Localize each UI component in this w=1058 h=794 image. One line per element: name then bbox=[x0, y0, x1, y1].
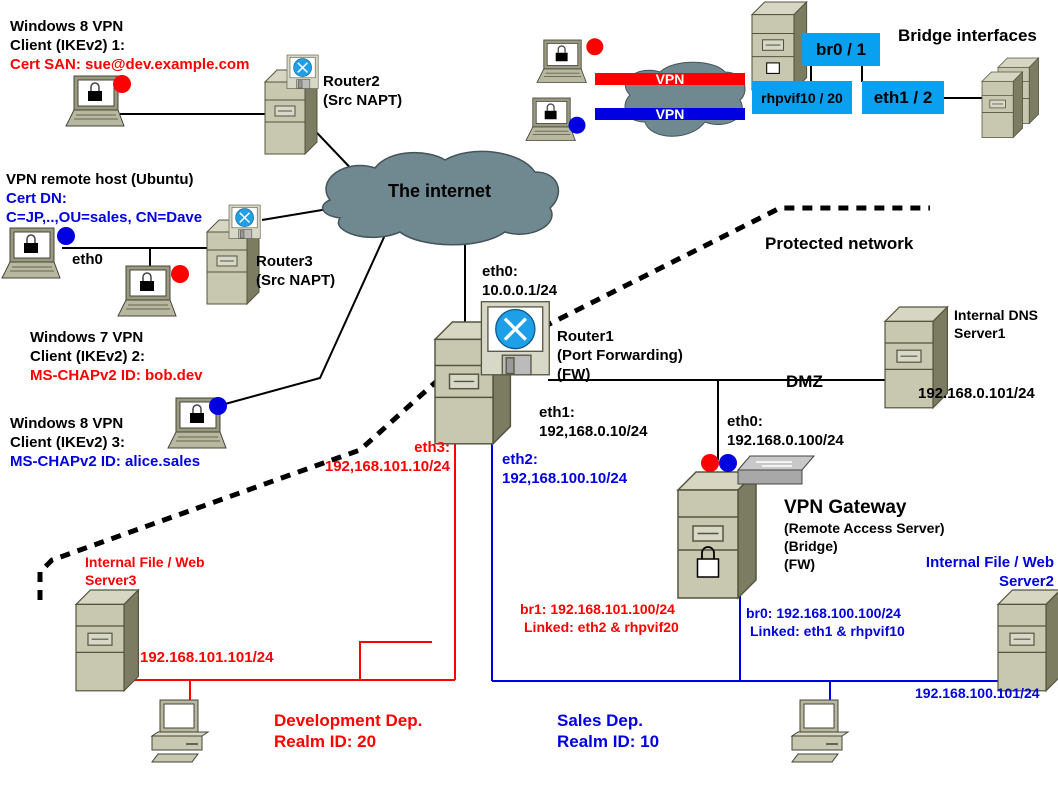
sales-realm-dot bbox=[719, 454, 737, 472]
bridge-rhpvif-box: rhpvif10 / 20 bbox=[752, 81, 852, 114]
client1-title: Windows 8 VPN bbox=[10, 18, 124, 35]
server2-device[interactable] bbox=[997, 589, 1058, 692]
client3-label: Windows 8 VPN Client (IKEv2) 3: MS-CHAPv… bbox=[10, 414, 200, 471]
client3-subtitle: Client (IKEv2) 3: bbox=[10, 434, 126, 451]
dev-department-label: Development Dep. Realm ID: 20 bbox=[274, 710, 422, 752]
vpn-tunnel-sales: VPN bbox=[595, 107, 745, 121]
client2-subtitle: Client (IKEv2) 2: bbox=[30, 348, 146, 365]
router1-eth2-ip: 192,168.100.10/24 bbox=[502, 470, 628, 487]
router2-name: Router2 bbox=[323, 73, 380, 90]
ubuntu-title: VPN remote host (Ubuntu) bbox=[6, 171, 194, 188]
internet-cloud bbox=[321, 150, 560, 246]
router3-name: Router3 bbox=[256, 253, 313, 270]
server2-ip: 192.168.100.101/24 bbox=[915, 685, 1040, 701]
laptop-client1[interactable] bbox=[65, 75, 131, 127]
router2-role: (Src NAPT) bbox=[323, 92, 403, 109]
router1-eth3-name: eth3: bbox=[414, 439, 450, 456]
router1-name: Router1 bbox=[557, 328, 614, 345]
server2-name-2: Server2 bbox=[998, 573, 1054, 590]
router1-role: (Port Forwarding) bbox=[557, 347, 683, 364]
router1-eth3-label: eth3: 192,168.101.10/24 bbox=[312, 438, 450, 476]
server3-name: Internal File / Web bbox=[85, 554, 205, 570]
client2-credential: MS-CHAPv2 ID: bob.dev bbox=[30, 367, 203, 384]
bridge-inset-title: Bridge interfaces bbox=[898, 26, 1037, 45]
router1-eth1-name: eth1: bbox=[539, 404, 575, 421]
dev-department-name: Development Dep. bbox=[274, 711, 423, 730]
dmz-label: DMZ bbox=[786, 372, 823, 391]
router2-label: Router2 (Src NAPT) bbox=[323, 72, 402, 110]
vpngw-eth0-name: eth0: bbox=[727, 413, 763, 430]
vpn-gateway-device[interactable] bbox=[677, 471, 757, 599]
router1-eth0-ip: 10.0.0.1/24 bbox=[482, 282, 558, 299]
vpngw-eth0-ip: 192.168.0.100/24 bbox=[727, 432, 844, 449]
laptop-client2[interactable] bbox=[117, 265, 189, 317]
dns-server-name-2: Server1 bbox=[954, 325, 1006, 341]
router3-device[interactable] bbox=[206, 204, 261, 305]
dev-realm-dot bbox=[701, 454, 719, 472]
router3-label: Router3 (Src NAPT) bbox=[256, 252, 335, 290]
vpngw-br1-ip: br1: 192.168.101.100/24 bbox=[520, 601, 675, 617]
sales-realm-id: Realm ID: 10 bbox=[557, 732, 660, 751]
client2-title: Windows 7 VPN bbox=[30, 329, 144, 346]
dev-desktop[interactable] bbox=[151, 699, 209, 763]
internet-label: The internet bbox=[388, 181, 492, 201]
ubuntu-client-label: VPN remote host (Ubuntu) Cert DN: C=JP,.… bbox=[6, 170, 202, 227]
protected-network-label: Protected network bbox=[765, 234, 914, 253]
server3-label: Internal File / Web Server3 bbox=[85, 553, 205, 589]
switch-icon bbox=[736, 455, 816, 485]
router1-eth1-ip: 192,168.0.10/24 bbox=[539, 423, 648, 440]
ubuntu-cert-dn: C=JP,..,OU=sales, CN=Dave bbox=[6, 209, 203, 226]
router1-label: Router1 (Port Forwarding) (FW) bbox=[557, 327, 683, 384]
client1-label: Windows 8 VPN Client (IKEv2) 1: Cert SAN… bbox=[10, 17, 249, 74]
laptop-client3[interactable] bbox=[167, 397, 227, 449]
dev-realm-id: Realm ID: 20 bbox=[274, 732, 377, 751]
client3-title: Windows 8 VPN bbox=[10, 415, 124, 432]
vpngw-br0-linked: Linked: eth1 & rhpvif10 bbox=[750, 623, 905, 639]
router1-eth2-name: eth2: bbox=[502, 451, 538, 468]
router3-role: (Src NAPT) bbox=[256, 272, 336, 289]
sales-desktop[interactable] bbox=[791, 699, 849, 763]
protected-network-boundary bbox=[37, 205, 930, 600]
bridge-br-box: br0 / 1 bbox=[802, 33, 880, 66]
server2-name: Internal File / Web bbox=[925, 554, 1054, 571]
router1-device[interactable] bbox=[434, 300, 551, 445]
vpngw-eth0-label: eth0: 192.168.0.100/24 bbox=[727, 412, 844, 450]
ubuntu-eth0-label: eth0 bbox=[72, 251, 103, 268]
server3-device[interactable] bbox=[75, 589, 140, 692]
vpn-gateway-fw: (FW) bbox=[784, 556, 816, 572]
vpngw-br0-label: br0: 192.168.100.100/24 Linked: eth1 & r… bbox=[746, 604, 905, 640]
vpn-gateway-title: VPN Gateway bbox=[784, 497, 907, 518]
sales-department-label: Sales Dep. Realm ID: 10 bbox=[557, 710, 659, 752]
ubuntu-cert-label: Cert DN: bbox=[6, 190, 67, 207]
laptop-ubuntu[interactable] bbox=[1, 227, 75, 279]
dns-server-name: Internal DNS bbox=[954, 307, 1039, 323]
client3-credential: MS-CHAPv2 ID: alice.sales bbox=[10, 453, 201, 470]
vpn-gateway-bridge: (Bridge) bbox=[784, 538, 838, 554]
server3-name-2: Server3 bbox=[85, 572, 137, 588]
router1-eth0-name: eth0: bbox=[482, 263, 518, 280]
router1-eth0-label: eth0: 10.0.0.1/24 bbox=[482, 262, 557, 300]
sales-department-name: Sales Dep. bbox=[557, 711, 643, 730]
vpngw-br0-ip: br0: 192.168.100.100/24 bbox=[746, 605, 901, 621]
vpngw-br1-label: br1: 192.168.101.100/24 Linked: eth2 & r… bbox=[520, 600, 679, 636]
bridge-eth-box: eth1 / 2 bbox=[862, 81, 944, 114]
router1-eth1-label: eth1: 192,168.0.10/24 bbox=[539, 403, 647, 441]
vpn-tunnel-dev: VPN bbox=[595, 72, 745, 86]
router1-eth3-ip: 192,168.101.10/24 bbox=[324, 458, 450, 475]
dns-server-label: Internal DNS Server1 bbox=[954, 306, 1038, 342]
vpn-gateway-label: VPN Gateway (Remote Access Server) (Brid… bbox=[784, 497, 945, 573]
client1-credential: Cert SAN: sue@dev.example.com bbox=[10, 56, 250, 73]
router1-eth2-label: eth2: 192,168.100.10/24 bbox=[502, 450, 627, 488]
router2-device[interactable] bbox=[264, 54, 319, 155]
vpngw-br1-linked: Linked: eth2 & rhpvif20 bbox=[524, 619, 679, 635]
client1-subtitle: Client (IKEv2) 1: bbox=[10, 37, 126, 54]
server3-ip: 192.168.101.101/24 bbox=[140, 649, 274, 666]
dns-server-ip: 192.168.0.101/24 bbox=[918, 385, 1035, 402]
server2-label: Internal File / Web Server2 bbox=[900, 553, 1054, 591]
vpn-gateway-role: (Remote Access Server) bbox=[784, 520, 945, 536]
router1-fw: (FW) bbox=[557, 366, 591, 383]
client2-label: Windows 7 VPN Client (IKEv2) 2: MS-CHAPv… bbox=[30, 328, 203, 385]
